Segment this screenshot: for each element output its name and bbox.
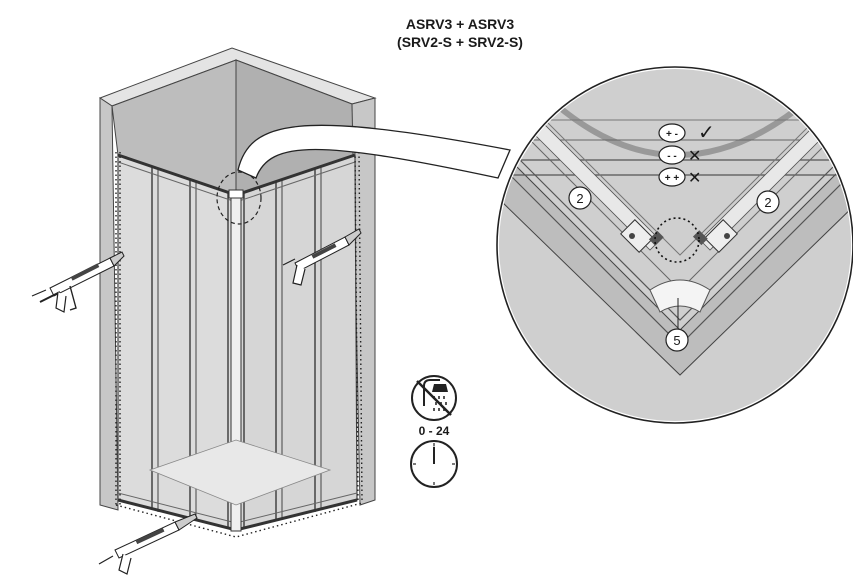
silicone-gun-right [282, 228, 362, 286]
callout-label-bottom: 5 [673, 333, 680, 348]
check-icon: ✓ [698, 122, 715, 144]
product-code-title: ASRV3 + ASRV3 [405, 16, 515, 32]
silicone-gun-bottom [98, 513, 198, 575]
polarity-option-3: + + ✕ [658, 167, 701, 187]
product-code-subtitle: (SRV2-S + SRV2-S) [397, 34, 523, 50]
polarity-label-3: + + [665, 173, 680, 184]
polarity-label-2: - - [667, 151, 676, 162]
shower-door-panels [117, 153, 358, 532]
silicone-bead-lines [115, 151, 363, 538]
silicone-gun-left [31, 251, 125, 313]
polarity-option-2: - - ✕ [658, 145, 701, 165]
detail-marker-circle [216, 171, 262, 225]
callout-label-right: 2 [764, 195, 771, 210]
polarity-label-1: + - [666, 129, 678, 140]
zoom-detail: 2 2 5 + - ✓ - - ✕ + + ✕ [496, 66, 853, 424]
cross-icon: ✕ [688, 170, 701, 187]
polarity-option-1: + - ✓ [658, 122, 715, 144]
callout-connector [237, 124, 511, 179]
cure-time-label: 0 - 24 [418, 424, 450, 438]
cross-icon: ✕ [688, 148, 701, 165]
clock-icon [410, 440, 458, 488]
callout-label-left: 2 [576, 191, 583, 206]
shower-icon [411, 375, 457, 421]
